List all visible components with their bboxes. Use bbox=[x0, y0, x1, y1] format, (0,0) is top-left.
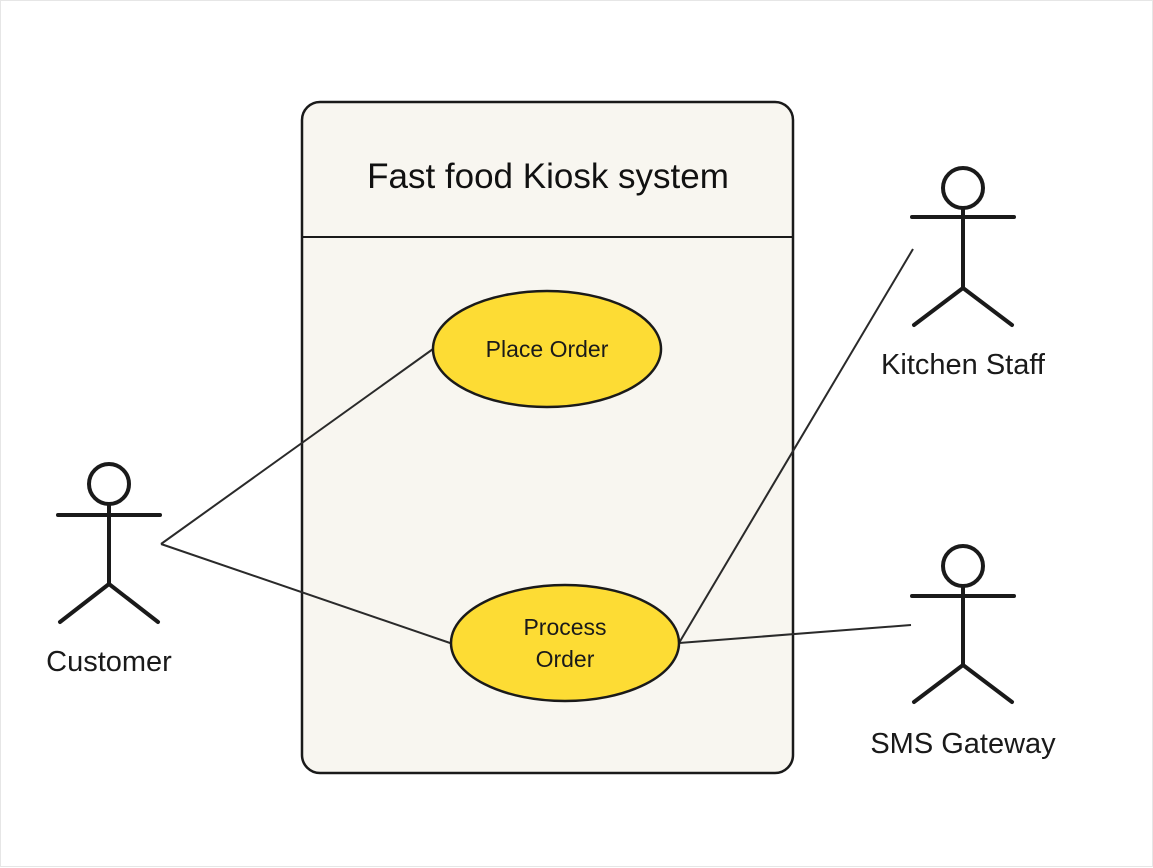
use-case-label-line-2: Order bbox=[536, 646, 595, 672]
actor-left-leg bbox=[912, 286, 965, 327]
actor-label: SMS Gateway bbox=[870, 728, 1056, 760]
system-title: Fast food Kiosk system bbox=[367, 157, 729, 196]
actor-head bbox=[87, 462, 131, 506]
actor-sms-gateway[interactable]: SMS Gateway bbox=[870, 544, 1056, 760]
actor-head bbox=[941, 544, 985, 588]
actor-label: Kitchen Staff bbox=[881, 349, 1046, 381]
use-case-ellipse[interactable] bbox=[449, 583, 681, 703]
actor-right-leg bbox=[961, 663, 1014, 704]
use-case-process-order[interactable]: Process Order bbox=[449, 583, 681, 703]
actor-kitchen-staff[interactable]: Kitchen Staff bbox=[881, 166, 1046, 381]
use-case-label: Place Order bbox=[486, 336, 609, 362]
actor-label: Customer bbox=[46, 646, 172, 678]
association-sms-gateway-process-order bbox=[678, 624, 912, 644]
stick-figure-icon bbox=[56, 462, 162, 624]
system-boundary-box bbox=[300, 100, 795, 775]
associations bbox=[160, 248, 914, 645]
use-case-ellipse[interactable] bbox=[431, 289, 663, 409]
association-customer-process-order bbox=[160, 543, 454, 645]
association-kitchen-staff-process-order bbox=[678, 248, 914, 644]
use-case-place-order[interactable]: Place Order bbox=[431, 289, 663, 409]
actor-right-leg bbox=[107, 582, 160, 624]
actor-right-leg bbox=[961, 286, 1014, 327]
system-boundary: Fast food Kiosk system bbox=[300, 100, 795, 775]
actor-left-leg bbox=[58, 582, 111, 624]
actor-head bbox=[941, 166, 985, 210]
actor-left-leg bbox=[912, 663, 965, 704]
stick-figure-icon bbox=[910, 166, 1016, 327]
use-case-label-line-1: Process bbox=[523, 614, 606, 640]
stick-figure-icon bbox=[910, 544, 1016, 704]
association-customer-place-order bbox=[160, 348, 434, 545]
actor-customer[interactable]: Customer bbox=[46, 462, 172, 678]
